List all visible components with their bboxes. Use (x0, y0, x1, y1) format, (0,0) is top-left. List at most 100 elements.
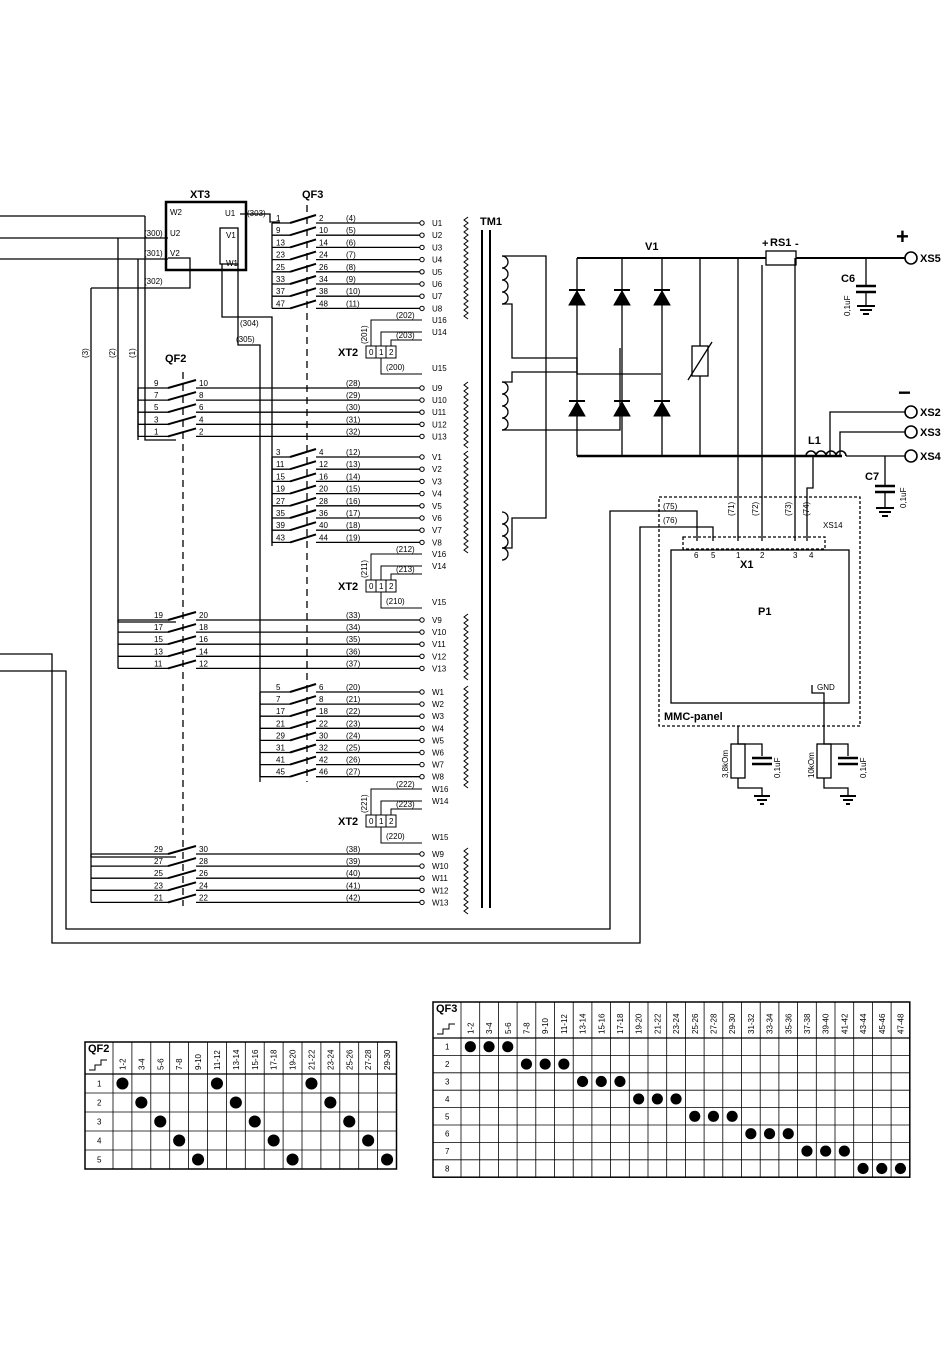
switch-contact (289, 262, 317, 273)
xt2-label: XT2 (338, 581, 358, 593)
wire-label: (20) (346, 683, 361, 692)
minus-wire (839, 431, 905, 456)
tap-label: V7 (432, 526, 442, 535)
closed-contact-dot (876, 1162, 888, 1175)
switch-contact (167, 415, 197, 426)
xt2-pin: 1 (379, 817, 384, 826)
x1-pin: 5 (711, 551, 716, 560)
switch-contact (289, 448, 317, 458)
closed-contact-dot (595, 1075, 607, 1088)
closed-contact-dot (210, 1077, 223, 1090)
tap-terminal (419, 454, 425, 460)
xt2-pin: 1 (379, 582, 384, 591)
contact-number: 19 (154, 611, 163, 620)
wire-label: (8) (346, 263, 356, 272)
table-column-header: 3-4 (137, 1058, 146, 1070)
table-column-header: 1-2 (466, 1022, 475, 1034)
wire-2 (117, 238, 176, 623)
wire-label: (17) (346, 509, 361, 518)
xt2-pin: 2 (389, 582, 394, 591)
table-row-header: 3 (97, 1118, 102, 1127)
contact-number: 9 (276, 226, 281, 235)
tap-terminal (419, 689, 425, 695)
wire-label: (12) (346, 448, 361, 457)
contact-number: 13 (276, 238, 285, 247)
table-column-header: 7-8 (522, 1022, 531, 1034)
tap-label: V2 (432, 465, 442, 474)
contact-number: 2 (199, 427, 204, 436)
tap-label: U11 (432, 408, 447, 417)
switch-contact (289, 731, 317, 742)
switch-contact (289, 695, 317, 706)
tap-terminal (419, 725, 425, 731)
table-row-header: 3 (445, 1078, 450, 1087)
contact-number: 29 (276, 731, 285, 740)
tap-terminal (419, 503, 425, 509)
closed-contact-dot (116, 1077, 129, 1090)
table-row-header: 5 (97, 1156, 102, 1165)
minus-wire (829, 411, 905, 456)
contact-number: 23 (276, 251, 285, 260)
wire-label: (25) (346, 744, 361, 753)
tap-label: U3 (432, 243, 443, 252)
closed-contact-dot (782, 1128, 794, 1140)
table-column-header: 11-12 (213, 1050, 222, 1070)
tap-label: V4 (432, 490, 442, 499)
xt2-pin: 0 (369, 817, 374, 826)
wire-label: (24) (346, 731, 361, 740)
table-column-header: 13-14 (232, 1049, 241, 1070)
wire-label: (1) (128, 348, 137, 358)
sense-wire (737, 778, 763, 796)
xt3-pin: W1 (226, 259, 239, 268)
closed-contact-dot (286, 1153, 299, 1166)
tap-terminal (419, 281, 425, 287)
switch-contact (167, 611, 197, 621)
contact-number: 29 (154, 845, 163, 854)
tap-terminal (419, 701, 425, 707)
primary-winding (463, 847, 469, 915)
xt3-pin: V1 (226, 231, 236, 240)
tap-terminal (419, 409, 425, 415)
tap-label: W13 (432, 898, 449, 907)
closed-contact-dot (154, 1115, 167, 1128)
wire-305 (237, 264, 261, 782)
xt2-wire (370, 788, 422, 815)
primary-winding (463, 450, 469, 554)
xt2-wire (390, 339, 422, 346)
tap-terminal (419, 665, 425, 672)
tap-label: W5 (432, 736, 445, 745)
contact-number: 36 (319, 509, 328, 518)
c6-label: C6 (841, 273, 855, 285)
resistor-label: 3,8kOm (721, 750, 730, 778)
switch-contact (167, 403, 197, 414)
switch-contact (167, 647, 197, 658)
wire-label: (29) (346, 391, 361, 400)
primary-winding (463, 613, 469, 681)
switch-contact (289, 484, 317, 495)
contact-number: 35 (276, 509, 285, 518)
closed-contact-dot (745, 1128, 757, 1140)
closed-contact-dot (614, 1075, 626, 1088)
switch-contact (289, 533, 317, 544)
l1-inductor (805, 450, 847, 457)
tap-label: V6 (432, 514, 442, 523)
contact-number: 2 (319, 214, 324, 223)
switch-contact (289, 460, 317, 471)
xt2-wire (380, 800, 422, 815)
diode (653, 400, 671, 417)
wire-label: (2) (108, 348, 117, 358)
xt3-pin: U1 (225, 209, 236, 218)
x1-pin: 3 (793, 551, 798, 560)
wire-label: (202) (396, 311, 415, 320)
contact-number: 13 (154, 647, 163, 656)
contact-number: 1 (154, 427, 159, 436)
tap-terminal (419, 749, 425, 756)
contact-number: 22 (199, 893, 208, 902)
wire-3 (90, 288, 176, 858)
xt2-label: XT2 (338, 816, 358, 828)
table-title: QF2 (88, 1043, 109, 1055)
tap-label: U9 (432, 384, 443, 393)
closed-contact-dot (483, 1041, 495, 1053)
x1-pin: 1 (736, 551, 741, 560)
contact-number: 6 (199, 403, 204, 412)
